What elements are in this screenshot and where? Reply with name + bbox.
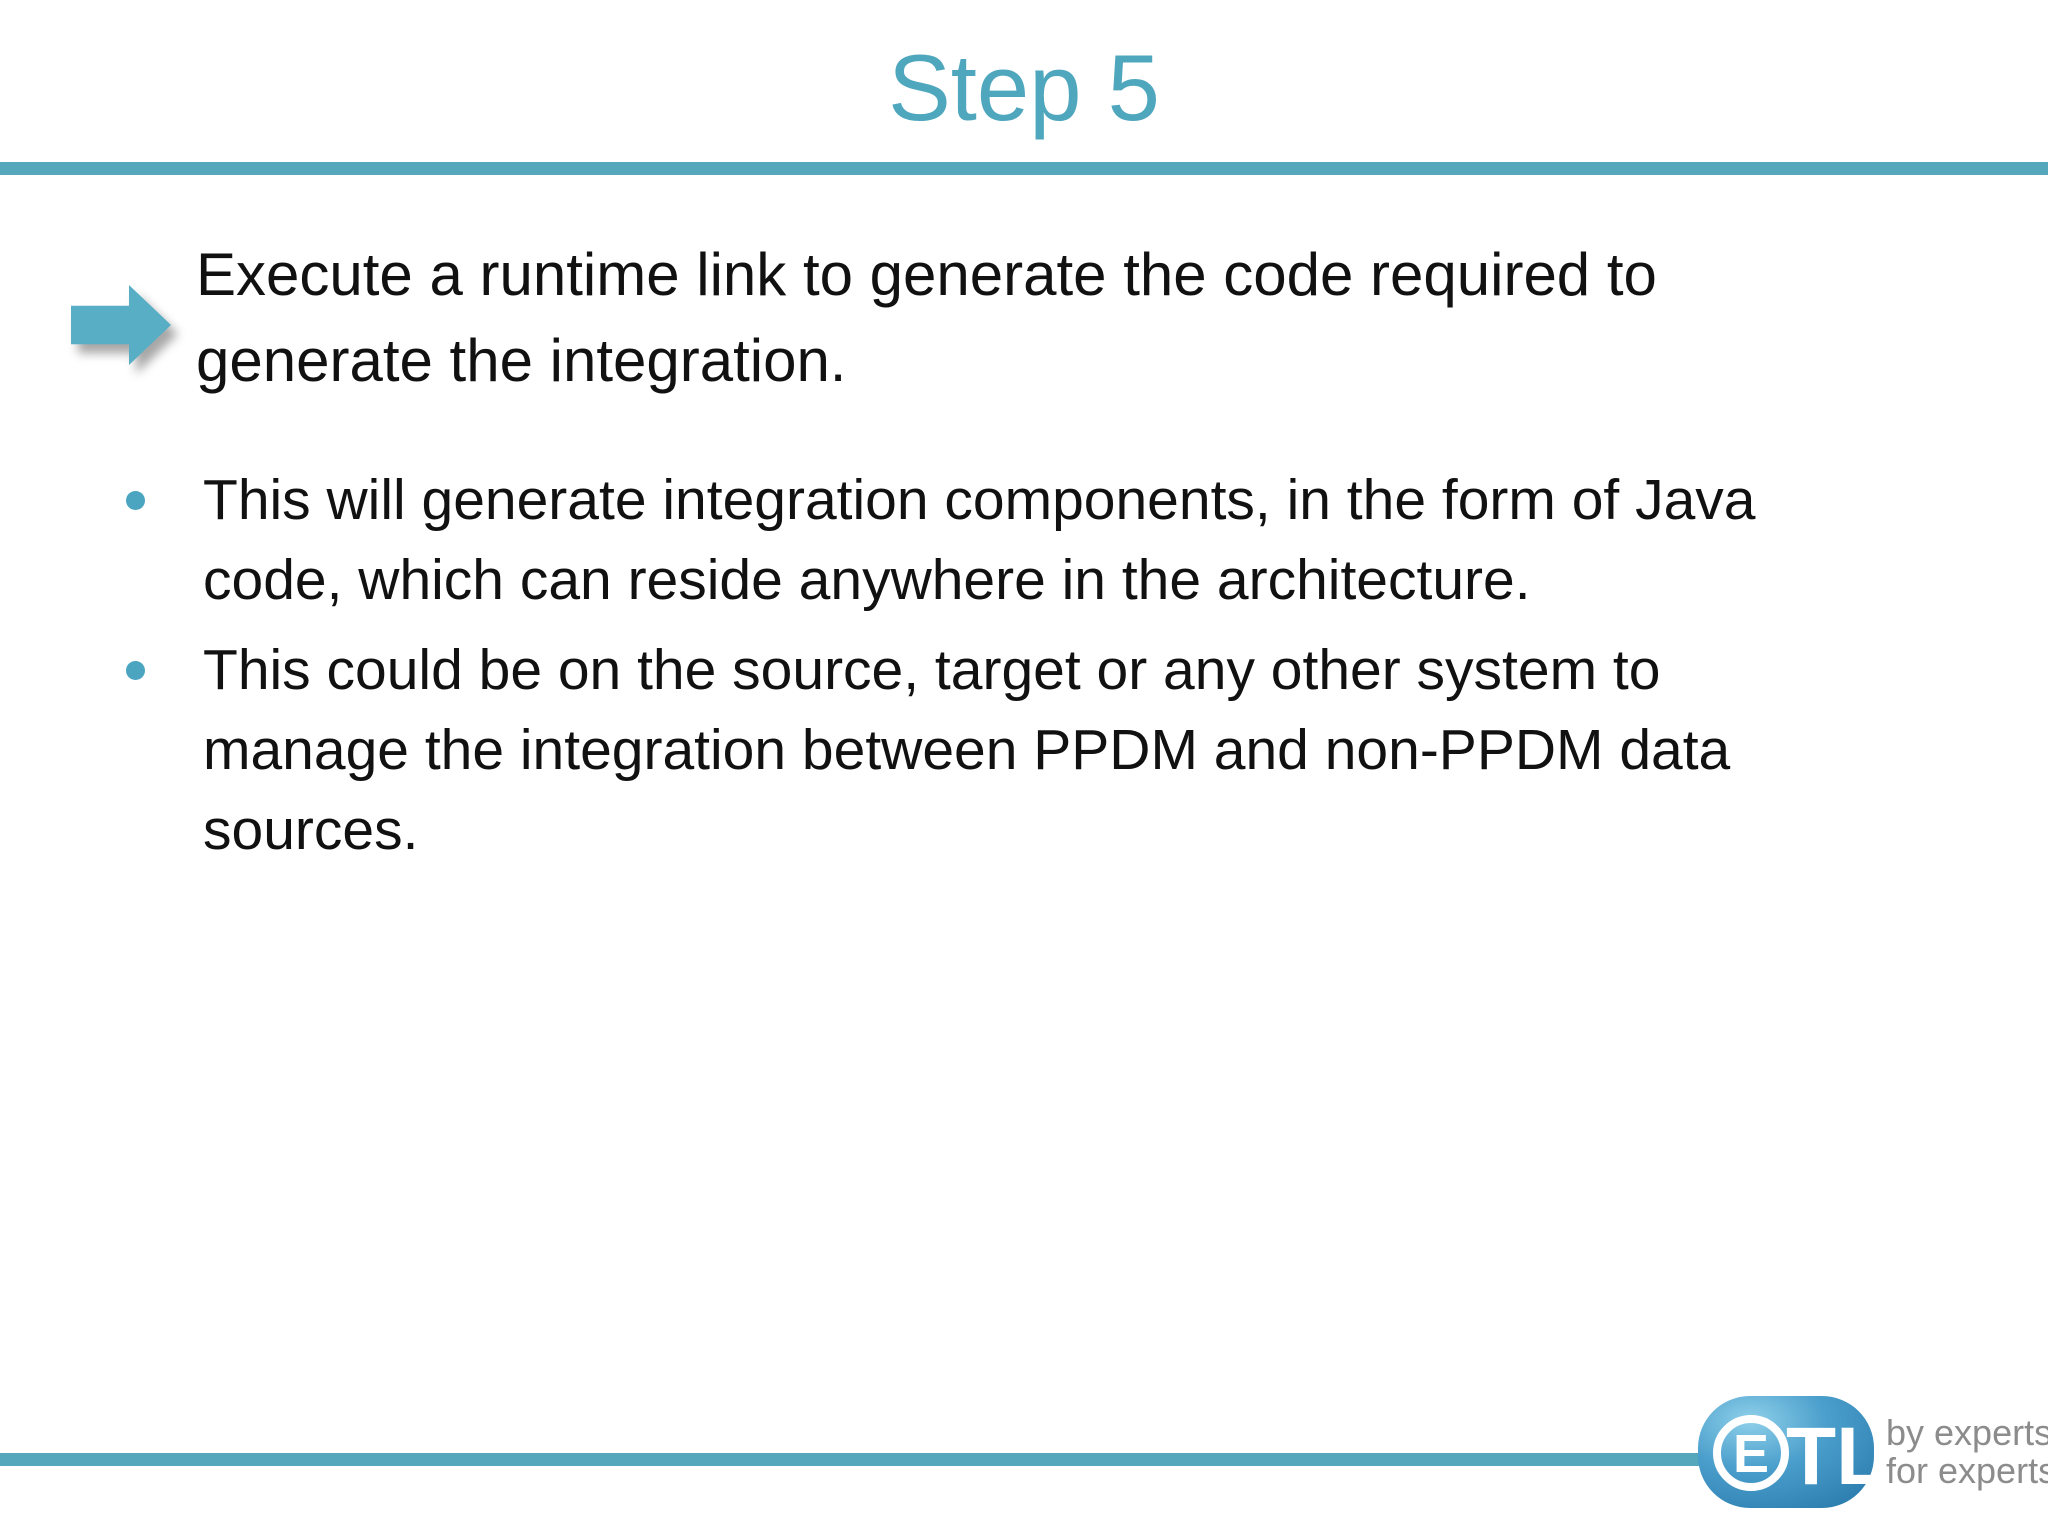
tagline-line: by experts: [1886, 1412, 2048, 1453]
logo-tagline: by experts for experts: [1886, 1414, 2048, 1490]
logo-letter-e: E: [1733, 1424, 1769, 1484]
bottom-divider-line: [0, 1453, 1722, 1466]
bullet-list: This will generate integration component…: [126, 460, 1755, 880]
bullet-line: sources.: [203, 798, 419, 862]
slide-heading: Execute a runtime link to generate the c…: [196, 232, 1657, 404]
heading-line: Execute a runtime link to generate the c…: [196, 241, 1657, 308]
bullet-dot-icon: [126, 661, 145, 680]
page-title: Step 5: [888, 35, 1160, 140]
logo-letters-tl: TL: [1786, 1411, 1874, 1502]
etl-logo: E TL by experts for experts: [1698, 1396, 2048, 1508]
right-arrow-icon: [71, 285, 171, 365]
bullet-text: This will generate integration component…: [203, 460, 1755, 620]
bullet-line: This will generate integration component…: [203, 468, 1756, 532]
list-item: This will generate integration component…: [126, 460, 1755, 620]
bullet-dot-icon: [126, 491, 145, 510]
bullet-line: manage the integration between PPDM and …: [203, 718, 1731, 782]
list-item: This could be on the source, target or a…: [126, 630, 1755, 870]
right-arrow-shape: [71, 285, 171, 365]
etl-logo-icon: E TL: [1698, 1396, 1874, 1508]
heading-line: generate the integration.: [196, 327, 847, 394]
bullet-line: This could be on the source, target or a…: [203, 638, 1661, 702]
top-divider-line: [0, 162, 2048, 175]
bullet-text: This could be on the source, target or a…: [203, 630, 1730, 870]
tagline-line: for experts: [1886, 1450, 2048, 1491]
bullet-line: code, which can reside anywhere in the a…: [203, 548, 1531, 612]
